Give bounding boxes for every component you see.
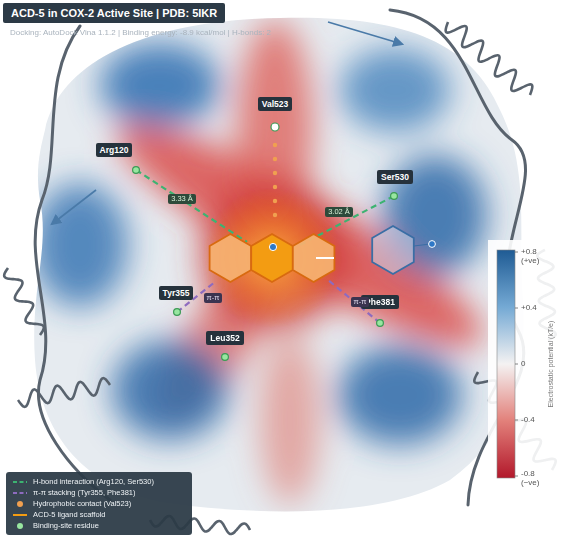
residue-dot xyxy=(222,354,229,361)
colorbar-panel xyxy=(488,240,562,492)
legend-row: Binding-site residue xyxy=(12,520,186,531)
bond xyxy=(316,257,334,259)
node-text: ACD-5 in COX-2 Active Site | PDB: 5IKR xyxy=(11,7,217,19)
title-box: ACD-5 in COX-2 Active Site | PDB: 5IKR xyxy=(3,3,225,23)
legend-text: π-π stacking (Tyr355, Phe381) xyxy=(33,488,135,497)
legend-row: Hydrophobic contact (Val523) xyxy=(12,498,186,509)
stacking-label: π-π xyxy=(351,297,370,308)
stacking-label: π-π xyxy=(204,293,223,304)
hydrophobic-dot xyxy=(273,185,277,189)
interaction-lines xyxy=(136,143,394,323)
residue-label: Val523 xyxy=(258,97,292,111)
ring xyxy=(251,234,293,282)
node-text: Phe381 xyxy=(365,297,395,307)
residue-dot xyxy=(391,193,398,200)
node-text: Arg120 xyxy=(100,145,129,155)
colorbar-tick: +0.4 xyxy=(521,303,537,312)
hydrophobic-dot xyxy=(273,157,277,161)
legend-sample xyxy=(12,478,28,486)
ligand-scaffold xyxy=(210,226,436,282)
legend-row: H-bond interaction (Arg120, Ser530) xyxy=(12,476,186,487)
helix-ribbon xyxy=(4,268,44,335)
subtitle: Docking: AutoDock Vina 1.1.2 | Binding e… xyxy=(10,28,271,37)
ligand-glow xyxy=(202,188,342,328)
legend-row: π-π stacking (Tyr355, Phe381) xyxy=(12,487,186,498)
backbone-ribbon xyxy=(35,10,525,505)
legend-sample xyxy=(12,500,28,508)
ring xyxy=(293,234,335,282)
surface-arrow xyxy=(328,22,402,44)
potential-patches xyxy=(32,20,503,505)
surface-map xyxy=(32,18,524,512)
node-text: Tyr355 xyxy=(163,288,190,298)
distance-label: 3.02 Å xyxy=(325,207,353,218)
ring xyxy=(210,234,252,282)
legend-panel: H-bond interaction (Arg120, Ser530) π-π s… xyxy=(6,472,192,535)
residue-dots xyxy=(133,123,398,360)
residue-dot xyxy=(377,320,384,327)
node-text: Leu352 xyxy=(210,333,239,343)
atom xyxy=(269,243,276,250)
colorbar-ticks xyxy=(515,252,518,476)
colorbar-tick: +0.8 (+ve) xyxy=(521,247,553,265)
residue-dot xyxy=(133,167,140,174)
hydrophobic-dot xyxy=(273,171,277,175)
hydrophobic-dot xyxy=(273,199,277,203)
ring xyxy=(372,226,414,274)
bond xyxy=(414,244,430,246)
backbone-ribbon xyxy=(35,26,110,500)
residue-label: Tyr355 xyxy=(159,286,194,300)
hydrophobic-dot xyxy=(273,213,277,217)
legend-text: H-bond interaction (Arg120, Ser530) xyxy=(33,477,154,486)
colorbar-tick: -0.8 (−ve) xyxy=(521,469,553,487)
residue-dot xyxy=(174,309,181,316)
node-text: Ser530 xyxy=(381,172,409,182)
helix-ribbon xyxy=(446,22,533,95)
legend-text: Binding-site residue xyxy=(33,521,99,530)
legend-text: Hydrophobic contact (Val523) xyxy=(33,499,131,508)
residue-label: Leu352 xyxy=(206,331,243,345)
legend-sample xyxy=(12,511,28,519)
helix-group xyxy=(4,22,556,534)
legend-row: ACD-5 ligand scaffold xyxy=(12,509,186,520)
legend-text: ACD-5 ligand scaffold xyxy=(33,510,105,519)
colorbar-axis-label: Electrostatic potential (kT/e) xyxy=(547,321,555,408)
hydrophobic-dot xyxy=(273,143,277,147)
legend-sample xyxy=(12,489,28,497)
colorbar-tick: -0.4 xyxy=(521,415,535,424)
residue-label: Ser530 xyxy=(377,170,413,184)
colorbar xyxy=(497,250,515,478)
distance-label: 3.33 Å xyxy=(168,194,196,205)
interaction-line xyxy=(136,170,247,242)
legend-sample xyxy=(12,522,28,530)
node-text: Val523 xyxy=(262,99,288,109)
residue-dot xyxy=(271,123,279,131)
surface-arrow xyxy=(52,190,96,224)
colorbar-tick: 0 xyxy=(521,359,525,368)
residue-label: Arg120 xyxy=(96,143,133,157)
atom xyxy=(429,241,436,248)
helix-ribbon xyxy=(18,378,110,407)
